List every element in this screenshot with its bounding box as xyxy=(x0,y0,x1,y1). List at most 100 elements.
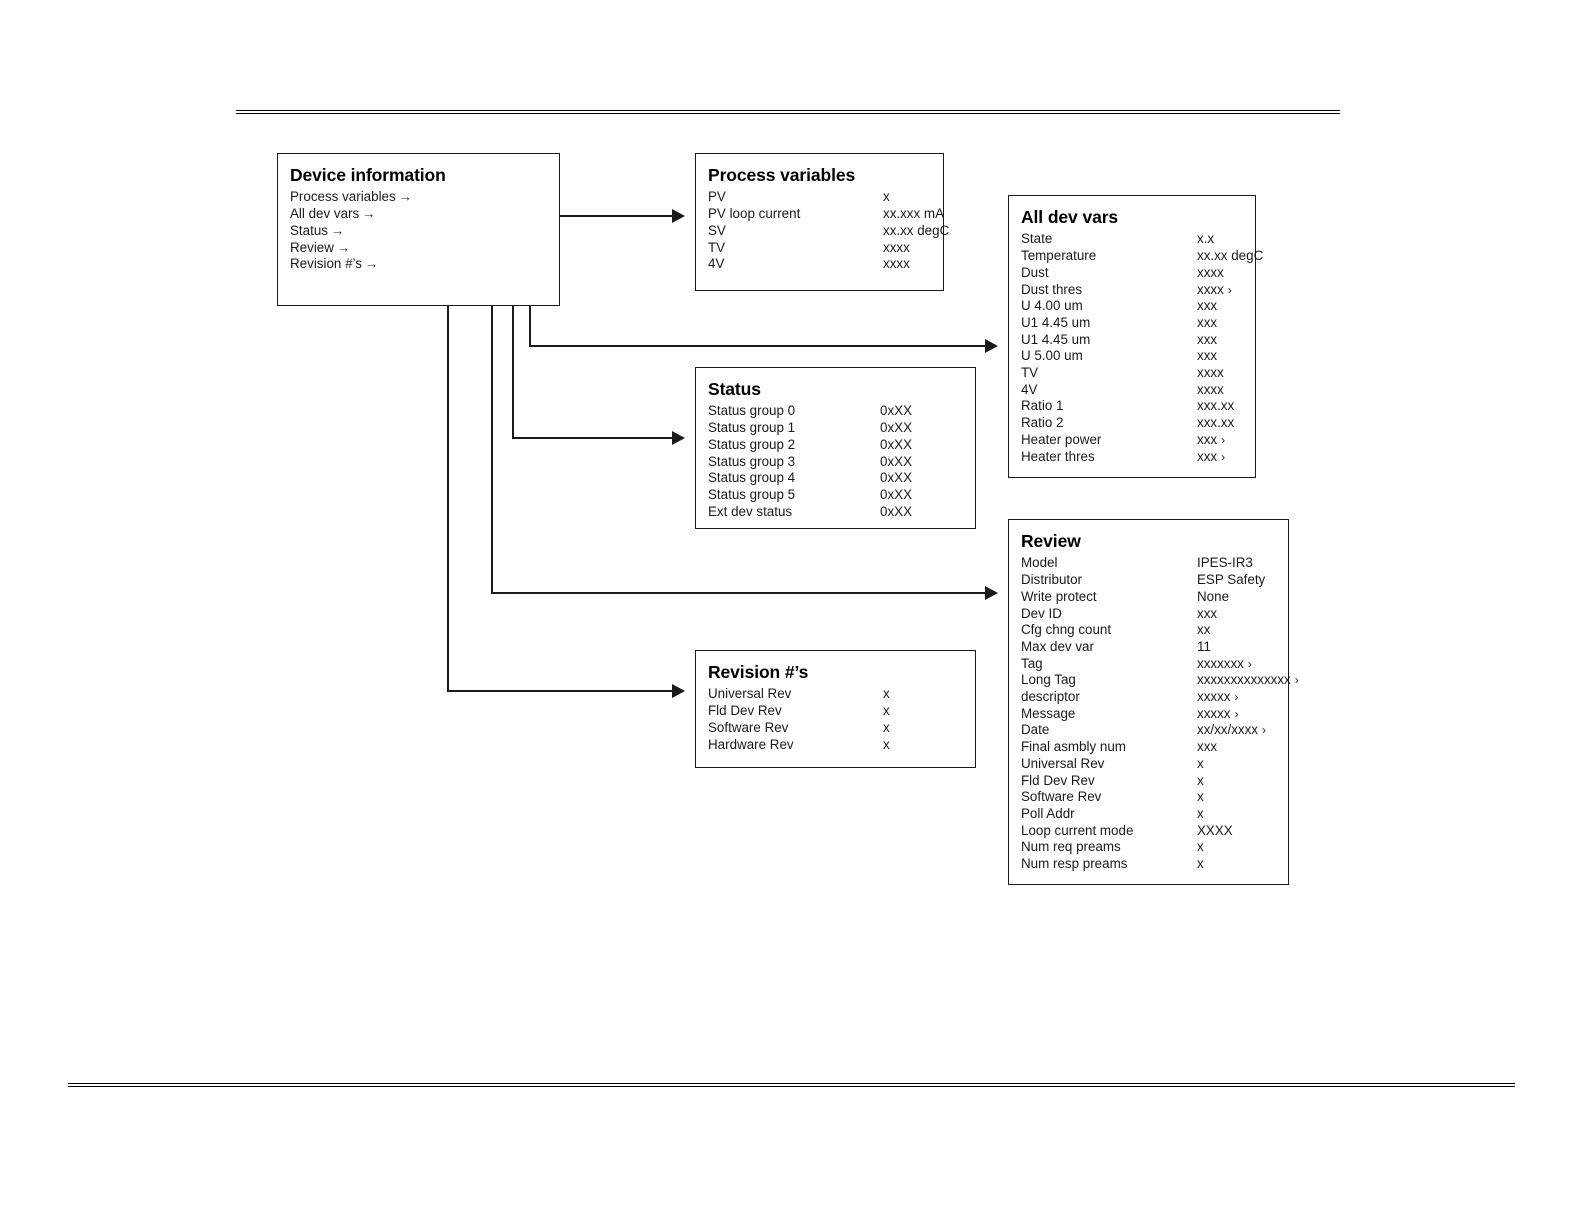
row-label: Status group 3 xyxy=(708,453,796,469)
row-value: xxxx xyxy=(1197,264,1224,280)
row-label: Cfg chng count xyxy=(1021,622,1112,638)
row-label: Final asmbly num xyxy=(1021,739,1126,755)
row-label: Software Rev xyxy=(708,719,789,735)
menu-item-review[interactable]: Review→ xyxy=(290,240,559,257)
menu-item-status[interactable]: Status→ xyxy=(290,223,559,240)
row-label: Tag xyxy=(1021,655,1043,671)
menu-item-label: Status xyxy=(290,222,328,238)
box-device-information[interactable]: Device information Process variables→ Al… xyxy=(277,153,560,306)
row-label: Status group 4 xyxy=(708,470,796,486)
menu-list-device-information: Process variables→ All dev vars→ Status→… xyxy=(290,189,559,273)
row-label: Model xyxy=(1021,555,1058,571)
row-value: xxxx xyxy=(883,256,910,272)
menu-row[interactable]: Model IPES-IR3 xyxy=(1021,555,1288,572)
menu-row[interactable]: Cfg chng count xx xyxy=(1021,622,1288,639)
chevron-right-icon: › xyxy=(1247,656,1252,671)
row-label: Hardware Rev xyxy=(708,736,794,752)
connector-revision-numbers-arrowhead xyxy=(672,684,685,698)
row-value: xxx.xx xyxy=(1197,415,1235,431)
row-label: Num resp preams xyxy=(1021,856,1128,872)
connector-all-dev-vars-arrowhead xyxy=(985,339,998,353)
connector-revision-numbers-vertical xyxy=(447,306,449,692)
row-value: xxx.xx xyxy=(1197,398,1235,414)
box-title-device-information: Device information xyxy=(290,165,446,185)
connector-review-arrowhead xyxy=(985,586,998,600)
row-label: U1 4.45 um xyxy=(1021,314,1091,330)
menu-item-process-variables[interactable]: Process variables→ xyxy=(290,189,559,206)
row-label: Status group 5 xyxy=(708,486,796,502)
menu-item-all-dev-vars[interactable]: All dev vars→ xyxy=(290,206,559,223)
row-label: Poll Addr xyxy=(1021,805,1075,821)
row-label: descriptor xyxy=(1021,689,1080,705)
menu-item-revision-numbers[interactable]: Revision #’s→ xyxy=(290,256,559,273)
row-value: xxx xyxy=(1197,348,1218,364)
row-value: XXXX xyxy=(1197,822,1233,838)
row-label: Heater thres xyxy=(1021,448,1095,464)
connector-revision-numbers-horizontal xyxy=(447,690,672,692)
right-arrow-icon: → xyxy=(398,189,413,205)
chevron-right-icon: › xyxy=(1221,449,1226,464)
row-value: None xyxy=(1197,588,1230,604)
row-label: Status group 2 xyxy=(708,436,796,452)
row-value: ESP Safety xyxy=(1197,572,1266,588)
row-value: xx xyxy=(1197,622,1211,638)
row-value: IPES-IR3 xyxy=(1197,555,1253,571)
row-label: Num req preams xyxy=(1021,839,1121,855)
row-label: Fld Dev Rev xyxy=(708,703,782,719)
box-title-revision-numbers: Revision #’s xyxy=(708,662,809,682)
